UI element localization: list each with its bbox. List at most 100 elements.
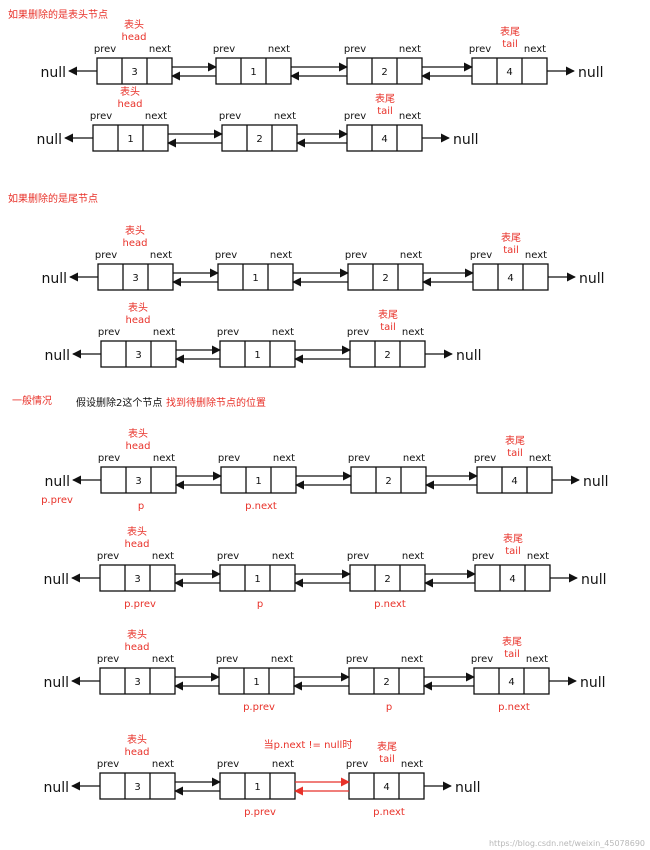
next-label: next (403, 453, 425, 464)
node-value: 4 (507, 273, 513, 284)
prev-label: prev (219, 111, 241, 122)
tail-label-cn: 表尾 (377, 740, 397, 753)
section-title-delete-head: 如果删除的是表头节点 (8, 8, 108, 21)
prev-label: prev (344, 111, 366, 122)
prev-label: prev (471, 654, 493, 665)
node-box: 2 (350, 466, 427, 494)
null-left: null (43, 572, 69, 588)
tail-label: tail (503, 245, 519, 256)
next-label: next (149, 44, 171, 55)
null-left: null (41, 271, 67, 287)
next-label: next (272, 327, 294, 338)
node-value: 2 (384, 350, 390, 361)
node-value: 1 (252, 273, 258, 284)
general-case-find-position: 找到待删除节点的位置 (166, 396, 266, 409)
head-label-cn: 表头 (125, 224, 145, 237)
prev-label: prev (217, 551, 239, 562)
section-title-general-case: 一般情况 (12, 394, 52, 407)
next-label: next (270, 250, 292, 261)
node-value: 1 (255, 476, 261, 487)
prev-label: prev (348, 453, 370, 464)
prev-label: prev (345, 250, 367, 261)
node-value: 1 (254, 782, 260, 793)
node-value: 4 (509, 574, 515, 585)
head-label-cn: 表头 (127, 525, 147, 538)
node-box: 3 (100, 340, 177, 368)
next-label: next (273, 453, 295, 464)
node-value: 4 (381, 134, 387, 145)
node-value: 3 (135, 476, 141, 487)
tail-label-cn: 表尾 (501, 231, 521, 244)
tail-label-cn: 表尾 (375, 92, 395, 105)
node-box: 2 (349, 340, 426, 368)
next-label: next (272, 759, 294, 770)
head-label-cn: 表头 (128, 427, 148, 440)
tail-label-cn: 表尾 (500, 25, 520, 38)
node-box: 3 (99, 667, 176, 695)
node-box: 1 (217, 263, 294, 291)
node-value: 3 (134, 782, 140, 793)
tail-label: tail (502, 39, 518, 50)
prev-label: prev (344, 44, 366, 55)
node-box: 4 (476, 466, 553, 494)
node-box: 1 (218, 667, 295, 695)
tail-label-cn: 表尾 (502, 635, 522, 648)
pointer-label: p (257, 599, 263, 610)
node-value: 3 (132, 273, 138, 284)
node-box: 2 (221, 124, 298, 152)
node-box: 2 (349, 564, 426, 592)
node-box: 3 (97, 263, 174, 291)
pointer-label: p.prev (124, 599, 156, 610)
node-box: 1 (92, 124, 169, 152)
general-case-assumption: 假设删除2这个节点 (76, 396, 162, 409)
tail-label-cn: 表尾 (503, 532, 523, 545)
next-label: next (402, 551, 424, 562)
head-label-cn: 表头 (127, 628, 147, 641)
prev-label: prev (98, 327, 120, 338)
next-label: next (153, 453, 175, 464)
node-value: 2 (381, 67, 387, 78)
node-value: 3 (135, 350, 141, 361)
node-box: 4 (346, 124, 423, 152)
null-right: null (578, 65, 604, 81)
tail-label: tail (507, 448, 523, 459)
next-label: next (400, 250, 422, 261)
node-value: 4 (506, 67, 512, 78)
next-label: next (399, 44, 421, 55)
node-value: 4 (383, 782, 389, 793)
next-label: next (153, 327, 175, 338)
null-left: null (44, 474, 70, 490)
next-label: next (152, 551, 174, 562)
node-box: 1 (220, 466, 297, 494)
next-label: next (272, 551, 294, 562)
head-label: head (125, 747, 150, 758)
prev-label: prev (98, 453, 120, 464)
next-label: next (524, 44, 546, 55)
node-value: 4 (508, 677, 514, 688)
tail-label: tail (379, 754, 395, 765)
node-box: 3 (99, 564, 176, 592)
node-box: 4 (474, 564, 551, 592)
node-box: 4 (471, 57, 548, 85)
node-value: 1 (254, 350, 260, 361)
prev-label: prev (213, 44, 235, 55)
next-label: next (529, 453, 551, 464)
null-right: null (581, 572, 607, 588)
next-label: next (274, 111, 296, 122)
pointer-label: p.prev (41, 495, 73, 506)
pointer-label: p.next (245, 501, 277, 512)
next-label: next (401, 654, 423, 665)
tail-label: tail (380, 322, 396, 333)
prev-label: prev (217, 759, 239, 770)
node-box: 1 (219, 564, 296, 592)
next-label: next (402, 327, 424, 338)
node-value: 3 (134, 677, 140, 688)
null-right: null (456, 348, 482, 364)
head-label-cn: 表头 (120, 85, 140, 98)
head-label: head (122, 32, 147, 43)
